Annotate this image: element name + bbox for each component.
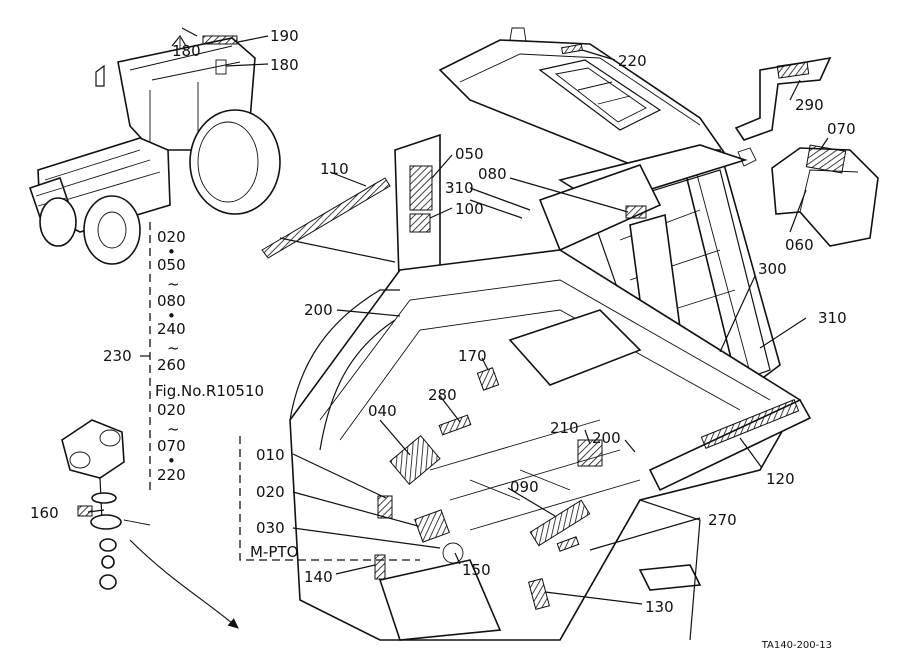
callout-090: 090 [510,478,539,496]
cab-main-view [261,27,812,641]
callout-130: 130 [645,598,674,616]
tractor-overview [28,34,281,265]
kit-item: ~ [167,420,180,438]
callout-170: 170 [458,347,487,365]
kit-item: 240 [157,320,186,338]
kit-item: 020 [157,401,186,419]
callout-160: 160 [30,504,59,522]
callout-300: 300 [758,260,787,278]
callout-140: 140 [304,568,333,586]
callout-100: 100 [455,200,484,218]
kit-item: • [167,452,176,470]
kit-230-list: 020 • 050 ~ 080 • 240 ~ 260 Fig.No.R1051… [155,228,264,484]
kit-item: ~ [167,275,180,293]
callout-040: 040 [368,402,397,420]
kit-item: ~ [167,339,180,357]
callout-150: 150 [462,561,491,579]
callout-070: 070 [827,120,856,138]
figure-code: TA140-200-13 [761,640,832,651]
callout-210: 210 [550,419,579,437]
kit-item: 220 [157,466,186,484]
callout-270: 270 [708,511,737,529]
callout-220: 220 [618,52,647,70]
callout-050: 050 [455,145,484,163]
callout-060: 060 [785,236,814,254]
callout-030: 030 [256,519,285,537]
kit-item: 080 [157,292,186,310]
callout-080: 080 [478,165,507,183]
callout-110: 110 [320,160,349,178]
kit-item: 020 [157,228,186,246]
callout-200a: 200 [304,301,333,319]
callout-120: 120 [766,470,795,488]
callout-180b: 180 [270,56,299,74]
kit-item: • [167,307,176,325]
valve-assembly-160 [61,419,151,590]
kit-item: • [167,243,176,261]
callout-290: 290 [795,96,824,114]
callout-010: 010 [256,446,285,464]
callout-200b: 200 [592,429,621,447]
mpto-box [239,436,420,561]
kit-item: 070 [157,437,186,455]
callout-020: 020 [256,483,285,501]
kit-item: 050 [157,256,186,274]
callout-190: 190 [270,27,299,45]
leader-lines [87,27,829,605]
direction-arrow [129,539,239,629]
callout-mpto: M-PTO [250,543,298,561]
callout-230: 230 [103,347,132,365]
callout-310a: 310 [445,179,474,197]
kit-item: 260 [157,356,186,374]
kit-item: Fig.No.R10510 [155,382,264,400]
callout-labels: 180 190 180 220 290 070 060 110 050 080 … [30,27,856,616]
callout-280: 280 [428,386,457,404]
callout-310b: 310 [818,309,847,327]
upper-right-parts [734,56,879,247]
callout-180a: 180 [172,42,201,60]
